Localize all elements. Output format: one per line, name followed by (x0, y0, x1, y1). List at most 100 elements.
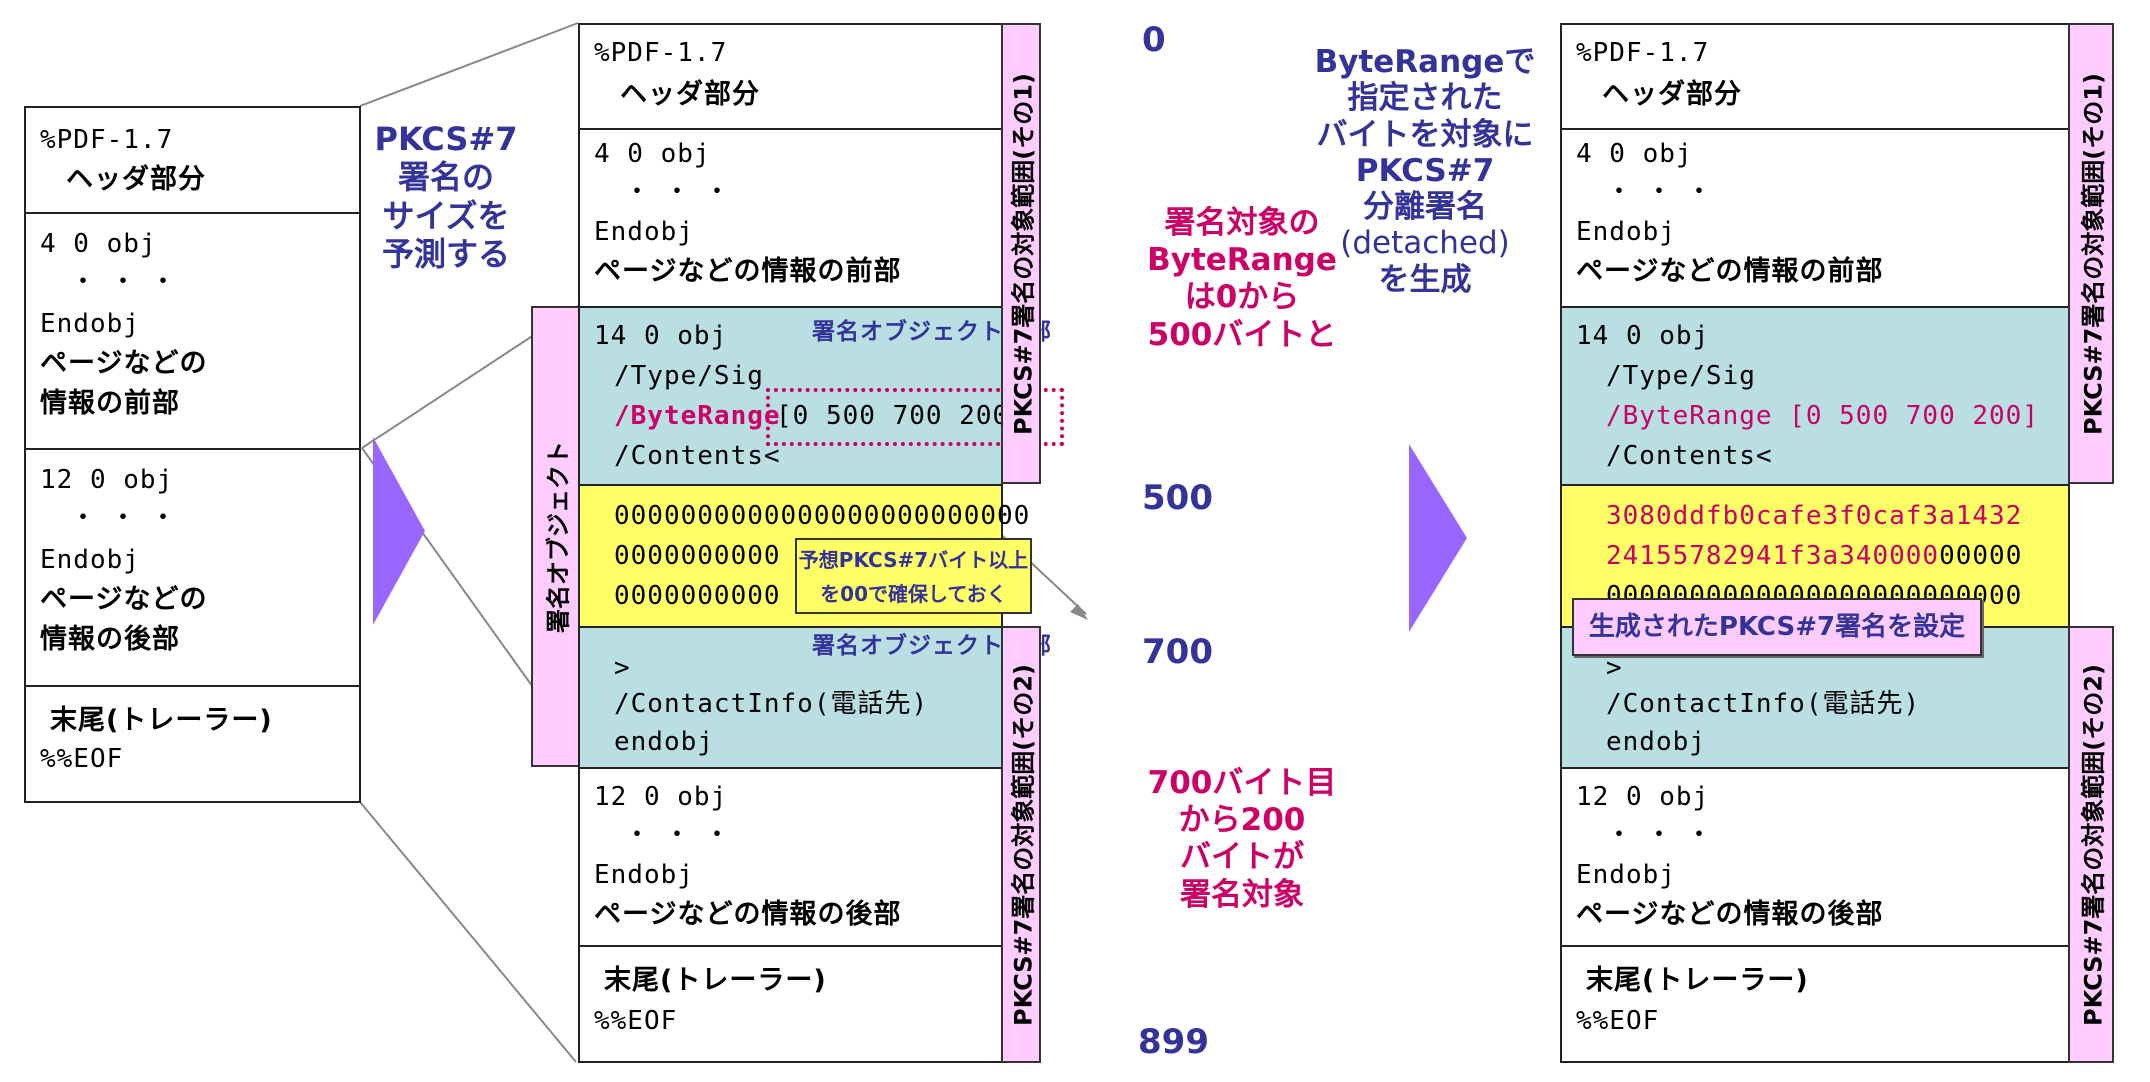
middle-range2-strip: PKCS#7署名の対象範囲(その2) (1001, 626, 1041, 1063)
right-range1-label: PKCS#7署名の対象範囲(その1) (2079, 72, 2108, 435)
right-header-line1: %PDF-1.7 (1576, 38, 1710, 68)
middle-obj12-line1: 12 0 obj (594, 782, 728, 812)
right-sig-front-section: 14 0 obj /Type/Sig /ByteRange [0 500 700… (1562, 308, 2068, 486)
left-obj4-dots: ・・・ (70, 267, 191, 297)
middle-obj12-dots: ・・・ (624, 820, 745, 850)
contents-zero-line: 0000000000 (614, 581, 781, 611)
byterange-key: /ByteRange (614, 401, 781, 431)
right-header-line2: ヘッダ部分 (1602, 79, 1742, 110)
left-header-line1: %PDF-1.7 (40, 125, 174, 155)
right-byterange: /ByteRange [0 500 700 200] (1606, 401, 2039, 431)
middle-sig-line4: /Contents< (614, 441, 781, 471)
step1-caption-line: 署名の (397, 158, 494, 197)
zoom-line-bottom (359, 801, 577, 1063)
step-arrow-2-icon (1409, 444, 1467, 632)
middle-obj12-line3: Endobj (594, 860, 694, 890)
range-note-1-line: 署名対象の (1164, 205, 1320, 241)
right-obj12-dots: ・・・ (1606, 820, 1727, 850)
byterange-value: [0 500 700 200] (776, 401, 1026, 431)
step2-caption-line: (detached) (1340, 225, 1510, 262)
left-obj12-line3: Endobj (40, 545, 140, 575)
right-obj4-line3: Endobj (1576, 217, 1676, 247)
middle-range1-label: PKCS#7署名の対象範囲(その1) (1009, 72, 1038, 435)
step2-caption-line: バイトを対象に (1316, 116, 1534, 153)
right-obj4-section: 4 0 obj ・・・ Endobj ページなどの情報の前部 (1562, 130, 2068, 308)
right-obj4-dots: ・・・ (1606, 177, 1727, 207)
range-note-2-line: 700バイト目 (1147, 765, 1337, 801)
right-obj4-line4: ページなどの情報の前部 (1576, 256, 1884, 287)
reserve-note-line: を00で確保しておく (820, 582, 1007, 606)
right-obj12-line3: Endobj (1576, 860, 1676, 890)
signature-hex-line2: 24155782941f3a340000 (1606, 541, 1940, 571)
left-obj4-line4: ページなどの (40, 348, 208, 379)
middle-trailer-line2: %%EOF (594, 1006, 678, 1036)
left-trailer-line2: %%EOF (40, 744, 124, 774)
left-obj12-section: 12 0 obj ・・・ Endobj ページなどの 情報の後部 (26, 450, 359, 687)
step2-caption-line: 指定された (1347, 80, 1503, 117)
middle-header-section: %PDF-1.7 ヘッダ部分 (580, 25, 1001, 130)
middle-obj12-line4: ページなどの情報の後部 (594, 899, 902, 930)
range-note-1-line: 500バイトと (1147, 316, 1337, 353)
left-header-line2: ヘッダ部分 (66, 164, 206, 195)
range-note-1-line: ByteRange (1147, 242, 1337, 279)
left-obj12-line1: 12 0 obj (40, 465, 174, 495)
middle-obj4-section: 4 0 obj ・・・ Endobj ページなどの情報の前部 (580, 130, 1001, 308)
byte-offset-700: 700 (1142, 632, 1213, 672)
byterange-highlight (766, 388, 1064, 446)
range-note-2-line: から200 (1178, 802, 1306, 839)
step2-caption-line: PKCS#7 (1355, 152, 1495, 189)
step1-caption: PKCS#7 署名の サイズを 予測する (366, 120, 526, 274)
left-obj4-section: 4 0 obj ・・・ Endobj ページなどの 情報の前部 (26, 214, 359, 450)
zoom-line-top (359, 22, 579, 107)
middle-sig-line1: 14 0 obj (594, 321, 728, 351)
left-trailer-line1: 末尾(トレーラー) (50, 705, 273, 736)
middle-sig-line2: /Type/Sig (614, 361, 764, 391)
right-sig-line4: /Contents< (1606, 441, 1773, 471)
right-trailer-section: 末尾(トレーラー) %%EOF (1562, 947, 2068, 1061)
right-trailer-line1: 末尾(トレーラー) (1586, 965, 1809, 996)
right-range2-strip: PKCS#7署名の対象範囲(その2) (2068, 626, 2114, 1063)
right-header-section: %PDF-1.7 ヘッダ部分 (1562, 25, 2068, 130)
right-obj4-line1: 4 0 obj (1576, 139, 1693, 169)
range-note-2-line: 署名対象 (1180, 876, 1304, 913)
middle-header-line2: ヘッダ部分 (620, 79, 760, 110)
middle-sig-back-line1: > (614, 653, 631, 683)
byte-offset-0: 0 (1142, 20, 1166, 60)
left-trailer-section: 末尾(トレーラー) %%EOF (26, 687, 359, 801)
step1-caption-line: PKCS#7 (374, 120, 518, 158)
byte-offset-500: 500 (1142, 478, 1213, 518)
middle-trailer-line1: 末尾(トレーラー) (604, 965, 827, 996)
range-note-2-line: バイトが (1180, 839, 1304, 876)
reserve-note: 予想PKCS#7バイト以上 を00で確保しておく (795, 538, 1032, 614)
middle-range1-strip: PKCS#7署名の対象範囲(その1) (1001, 23, 1041, 484)
left-obj4-line1: 4 0 obj (40, 229, 157, 259)
middle-obj4-dots: ・・・ (624, 177, 745, 207)
step2-caption: ByteRangeで 指定された バイトを対象に PKCS#7 分離署名 (de… (1305, 44, 1545, 298)
middle-sig-back-section: 署名オブジェクト後部 > /ContactInfo(電話先) endobj (580, 628, 1051, 769)
range-note-2: 700バイト目 から200 バイトが 署名対象 (1142, 765, 1342, 914)
contents-zero-line: 0000000000 (614, 541, 781, 571)
middle-range2-label: PKCS#7署名の対象範囲(その2) (1009, 663, 1038, 1026)
step2-caption-line: 分離署名 (1363, 189, 1487, 226)
right-range2-label: PKCS#7署名の対象範囲(その2) (2079, 663, 2108, 1026)
right-range1-strip: PKCS#7署名の対象範囲(その1) (2068, 23, 2114, 484)
signature-padding: 00000 (1939, 541, 2023, 571)
signature-object-label: 署名オブジェクト (544, 440, 572, 633)
middle-obj4-line3: Endobj (594, 217, 694, 247)
left-obj4-line3: Endobj (40, 309, 140, 339)
byte-offset-899: 899 (1138, 1022, 1209, 1062)
right-obj12-line4: ページなどの情報の後部 (1576, 899, 1884, 930)
right-sig-line1: 14 0 obj (1576, 321, 1710, 351)
middle-obj4-line1: 4 0 obj (594, 139, 711, 169)
right-sig-back-line3: endobj (1606, 727, 1706, 757)
middle-header-line1: %PDF-1.7 (594, 38, 728, 68)
step2-caption-line: を生成 (1378, 261, 1472, 298)
middle-trailer-section: 末尾(トレーラー) %%EOF (580, 947, 1001, 1061)
signature-set-callout: 生成されたPKCS#7署名を設定 (1572, 598, 1982, 656)
right-trailer-line2: %%EOF (1576, 1006, 1660, 1036)
signature-object-label-strip: 署名オブジェクト (531, 306, 580, 767)
left-header-section: %PDF-1.7 ヘッダ部分 (26, 108, 359, 214)
contents-zero-line: 0000000000000000000000000 (614, 501, 1031, 531)
left-obj4-line5: 情報の前部 (40, 388, 180, 419)
step-arrow-1-icon (373, 437, 425, 625)
